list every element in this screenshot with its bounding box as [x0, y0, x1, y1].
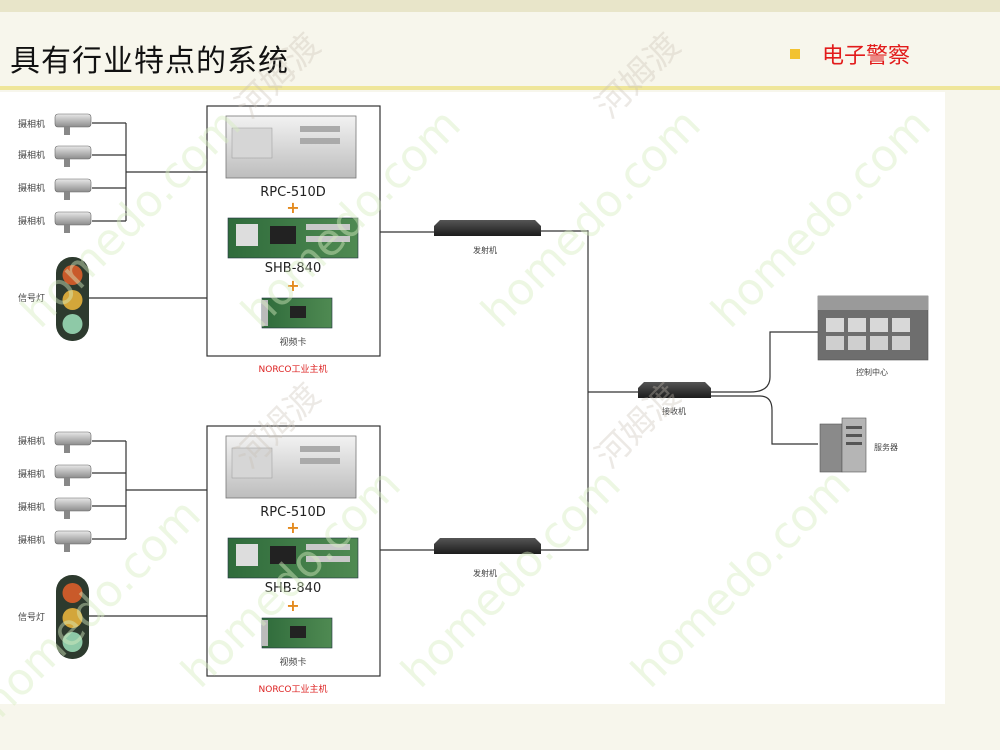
diagram-panel	[0, 92, 945, 704]
camera-label: 摄相机	[18, 118, 45, 130]
camera-4: 摄相机	[18, 530, 92, 552]
camera-label: 摄相机	[18, 149, 45, 161]
camera-label: 摄相机	[18, 468, 45, 480]
board-2-label: SHB-840	[265, 581, 321, 596]
plus-sign: +	[286, 276, 299, 295]
traffic-light-2: 信号灯	[18, 575, 89, 659]
camera-3: 摄相机	[18, 178, 92, 200]
camera-label: 摄相机	[18, 501, 45, 513]
title-rule	[0, 86, 1000, 90]
host-caption: NORCO工业主机	[259, 363, 328, 375]
transmitter-label: 发射机	[473, 568, 497, 578]
signal-label: 信号灯	[18, 611, 45, 623]
receiver: 接收机	[638, 382, 711, 416]
camera-2: 摄相机	[18, 464, 92, 486]
board-2-label: SHB-840	[265, 261, 321, 276]
camera-2: 摄相机	[18, 145, 92, 167]
control-center-label: 控制中心	[856, 367, 888, 377]
server-label: 服务器	[874, 442, 898, 452]
camera-4: 摄相机	[18, 211, 92, 233]
host-box	[206, 105, 381, 357]
signal-label: 信号灯	[18, 292, 45, 304]
plus-sign: +	[286, 198, 299, 217]
unit-1: 摄相机 摄相机 摄相机 摄相机 信号	[18, 105, 589, 392]
transmitter-1: 发射机	[434, 220, 541, 255]
host-board-1-label: RPC-510D	[260, 185, 325, 200]
industrial-pc-case	[225, 435, 357, 499]
transmitter-label: 发射机	[473, 245, 497, 255]
cpu-board	[227, 537, 359, 579]
slide-subtitle: 电子警察	[822, 44, 911, 69]
camera-label: 摄相机	[18, 215, 45, 227]
camera-1: 摄相机	[18, 113, 92, 135]
card-label: 视频卡	[279, 656, 306, 668]
control-center: 控制中心	[817, 295, 929, 377]
plus-sign: +	[286, 518, 299, 537]
plus-sign: +	[286, 596, 299, 615]
unit-2: 摄相机 摄相机 摄相机 摄相机 信号灯	[18, 392, 589, 695]
camera-1: 摄相机	[18, 431, 92, 453]
video-capture-card	[261, 617, 333, 649]
bullet-icon	[790, 49, 800, 59]
receiver-label: 接收机	[662, 406, 686, 416]
network-diagram: 摄相机 摄相机 摄相机 摄相机 信号	[18, 105, 929, 695]
server: 服务器	[819, 417, 898, 473]
camera-label: 摄相机	[18, 182, 45, 194]
traffic-light-1: 信号灯	[18, 257, 89, 341]
camera-label: 摄相机	[18, 435, 45, 447]
cpu-board	[227, 217, 359, 259]
slide-title: 具有行业特点的系统	[10, 44, 289, 79]
camera-label: 摄相机	[18, 534, 45, 546]
host-box	[206, 425, 381, 677]
transmitter-2: 发射机	[434, 538, 541, 578]
camera-3: 摄相机	[18, 497, 92, 519]
top-band	[0, 0, 1000, 12]
host-caption: NORCO工业主机	[259, 683, 328, 695]
industrial-pc-case	[225, 115, 357, 179]
card-label: 视频卡	[279, 336, 306, 348]
host-board-1-label: RPC-510D	[260, 505, 325, 520]
video-capture-card	[261, 297, 333, 329]
